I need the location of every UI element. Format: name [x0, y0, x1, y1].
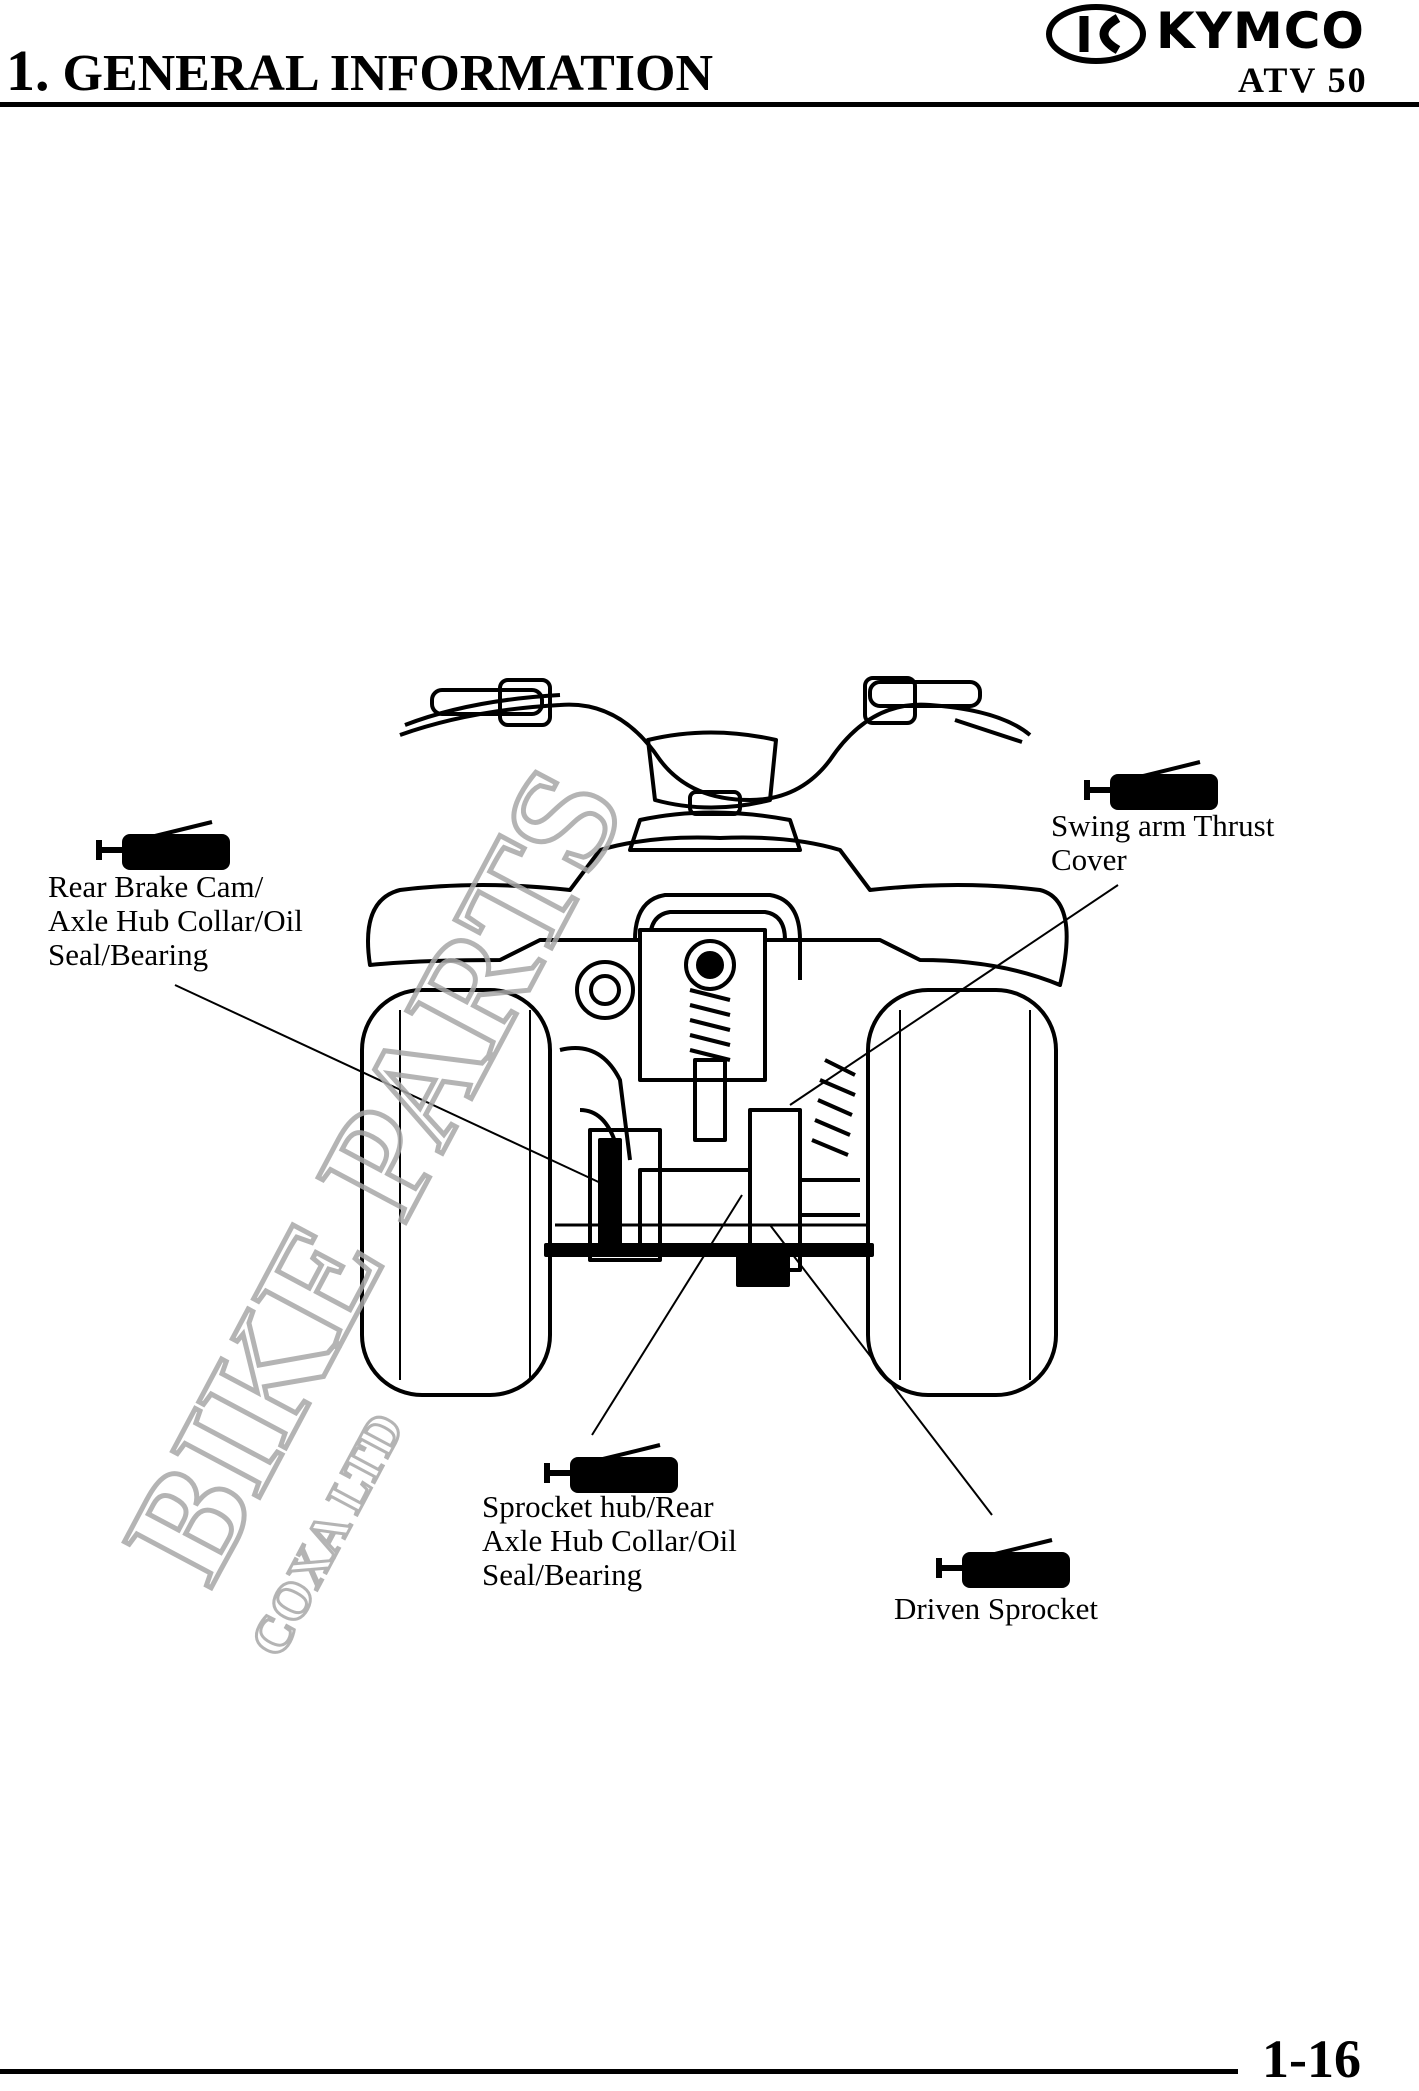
- leader-rear-brake: [174, 984, 606, 1186]
- callout-rear-brake: Rear Brake Cam/ Axle Hub Collar/Oil Seal…: [48, 869, 303, 972]
- callout-sprocket-hub: Sprocket hub/Rear Axle Hub Collar/Oil Se…: [482, 1489, 737, 1592]
- grease-gun-icon: [1082, 760, 1220, 812]
- grease-gun-icon: [934, 1538, 1072, 1590]
- callout-swing-arm: Swing arm Thrust Cover: [1051, 808, 1275, 877]
- atv-illustration: [360, 676, 1069, 1397]
- leader-sprocket-hub: [591, 1194, 743, 1436]
- footer-rule: [0, 2069, 1238, 2074]
- callout-driven-sprocket: Driven Sprocket: [894, 1591, 1099, 1626]
- grease-gun-icon: [542, 1443, 680, 1495]
- page-number: 1-16: [1262, 2029, 1361, 2089]
- kymco-logo-icon: [1046, 4, 1146, 64]
- leader-lines: [174, 884, 1119, 1516]
- section-number: 1.: [6, 38, 50, 103]
- section-title: 1. GENERAL INFORMATION: [6, 42, 713, 100]
- model-label: ATV 50: [1238, 60, 1368, 100]
- section-title-text: GENERAL INFORMATION: [62, 45, 714, 102]
- header-rule: [0, 102, 1419, 107]
- brand-name: KYMCO: [1156, 2, 1365, 60]
- leader-driven-sprocket: [769, 1224, 993, 1516]
- leader-swing-arm: [789, 884, 1119, 1106]
- brand-logo: KYMCO: [1046, 4, 1376, 64]
- grease-gun-icon: [94, 820, 232, 872]
